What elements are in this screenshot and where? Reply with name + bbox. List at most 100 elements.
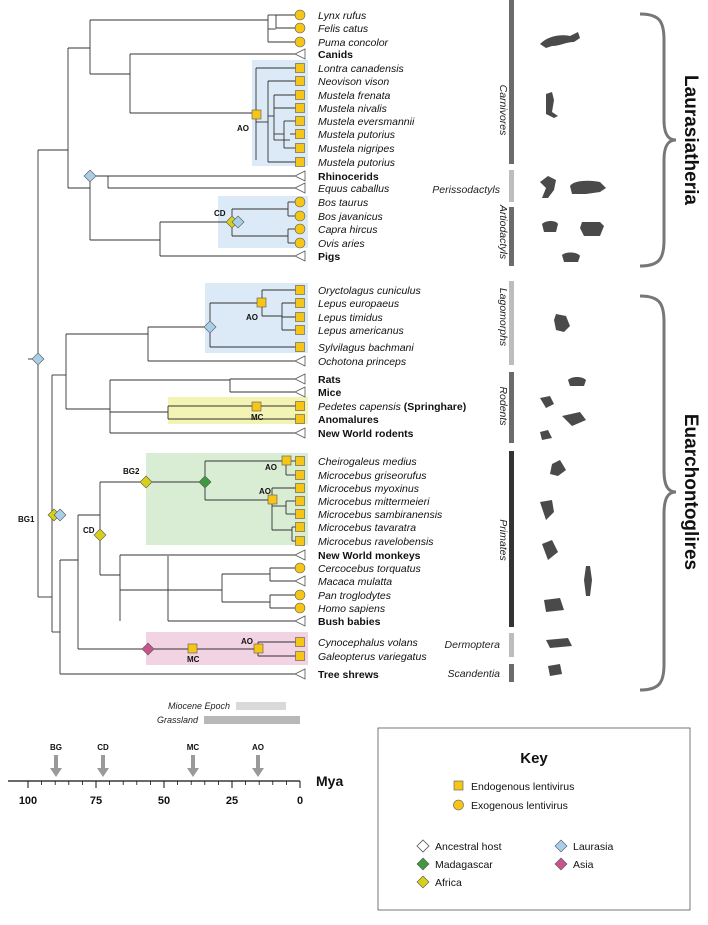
taxon-label: Lepus timidus: [318, 312, 384, 324]
primates-label: Primates: [497, 519, 509, 561]
taxon-label: Cynocephalus volans: [318, 637, 419, 649]
euarchontoglires-label: Euarchontoglires: [680, 414, 701, 570]
node-markers: [31, 109, 292, 656]
taxon-name: Oryctolagus cuniculus: [318, 285, 421, 297]
rhino-silhouette-icon: [570, 180, 606, 194]
timeline-event-label: AO: [252, 743, 264, 752]
key-ancestral-diamond-icon: [416, 839, 430, 853]
taxon-label: Microcebus ravelobensis: [318, 536, 434, 548]
taxon-label: Rhinocerids: [318, 171, 379, 183]
taxon-name: Cercocebus torquatus: [318, 563, 421, 575]
grassland-bar: [204, 716, 300, 724]
carnivores-label: Carnivores: [497, 85, 509, 137]
taxon-name: Ochotona princeps: [318, 356, 407, 368]
taxon-label: Cercocebus torquatus: [318, 563, 421, 575]
tip-marker-square: [295, 116, 305, 126]
timeline-tick-label: 0: [297, 795, 303, 807]
loris-silhouette-icon: [540, 500, 554, 520]
taxon-name: Mustela putorius: [318, 157, 396, 169]
tip-marker-square: [295, 143, 305, 153]
taxon-label: Mustela nivalis: [318, 103, 388, 115]
taxon-name: Mustela frenata: [318, 90, 391, 102]
key-africa-label: Africa: [435, 877, 462, 889]
taxon-name: New World rodents: [318, 428, 414, 440]
taxon-name: Cheirogaleus medius: [318, 456, 417, 468]
mc-dermoptera-node: [187, 643, 198, 654]
timeline-tick-label: 75: [90, 795, 102, 807]
taxon-name: Rats: [318, 374, 341, 386]
taxon-name: Pigs: [318, 251, 340, 263]
tip-marker-triangle: [294, 549, 306, 561]
taxon-name: Lepus timidus: [318, 312, 384, 324]
key-laurasia-diamond-icon: [554, 839, 568, 853]
taxon-label: Capra hircus: [318, 224, 378, 236]
taxon-label: Mustela putorius: [318, 129, 396, 141]
taxon-name: Mustela putorius: [318, 129, 396, 141]
taxon-label: Mustela frenata: [318, 90, 391, 102]
taxon-name: Equus caballus: [318, 183, 390, 195]
ao-lemur-label-2: AO: [259, 487, 271, 496]
tip-marker-circle: [294, 9, 306, 21]
mc-rodent-node: [251, 401, 262, 412]
tip-marker-triangle: [294, 48, 306, 60]
rodent-lentivirus-box: [168, 397, 308, 424]
laurasia-bg1-diamond: [53, 508, 67, 522]
tip-marker-square: [295, 470, 305, 480]
tip-marker-circle: [294, 196, 306, 208]
key-ancestral-label: Ancestral host: [435, 841, 502, 853]
taxon-name: Microcebus sambiranensis: [318, 509, 443, 521]
taxon-name: Microcebus tavaratra: [318, 522, 416, 534]
laurasiatheria-brace: [639, 12, 677, 268]
tip-marker-square: [295, 536, 305, 546]
taxon-label: Galeopterus variegatus: [318, 651, 427, 663]
taxon-label: Lontra canadensis: [318, 63, 405, 75]
ao-carnivore-node: [251, 109, 262, 120]
tip-marker-square: [295, 496, 305, 506]
ao-lemur-node-1: [281, 455, 292, 466]
ao-carnivore-label: AO: [237, 124, 249, 133]
taxon-name: Ovis aries: [318, 238, 365, 250]
primate-lentivirus-box: [146, 453, 308, 545]
taxon-name: Macaca mulatta: [318, 576, 392, 588]
colugo-silhouette-icon: [546, 638, 572, 648]
tip-marker-square: [295, 298, 305, 308]
key-square-icon: [453, 780, 464, 791]
macaque-silhouette-icon: [542, 540, 558, 560]
taxon-name: Homo sapiens: [318, 603, 386, 615]
key-africa-diamond-icon: [416, 875, 430, 889]
taxon-label: Canids: [318, 49, 353, 61]
laurasia-artiodactyl-diamond: [231, 215, 245, 229]
tip-marker-triangle: [294, 668, 306, 680]
tip-marker-circle: [294, 562, 306, 574]
cow-silhouette-icon: [580, 222, 604, 236]
puma-silhouette-icon: [540, 32, 580, 48]
tip-marker-square: [295, 651, 305, 661]
taxon-name: Felis catus: [318, 23, 369, 35]
key-endogenous-label: Endogenous lentivirus: [471, 781, 574, 793]
key-box: [377, 727, 691, 911]
tip-marker-circle: [294, 36, 306, 48]
taxon-label: Pedetes capensis (Springhare): [318, 401, 466, 413]
dermoptera-lentivirus-box: [146, 632, 308, 665]
taxon-name: Mustela nivalis: [318, 103, 388, 115]
taxon-label: Microcebus mittermeieri: [318, 496, 430, 508]
taxon-name: Microcebus griseorufus: [318, 470, 427, 482]
rabbit-silhouette-icon: [554, 314, 570, 332]
taxon-name: Mustela nigripes: [318, 143, 395, 155]
rat-silhouette-icon: [568, 377, 586, 386]
timeline-event-arrow: [187, 755, 199, 777]
tip-marker-triangle: [294, 170, 306, 182]
tip-marker-square: [295, 63, 305, 73]
tip-marker-square: [295, 157, 305, 167]
tip-marker-circle: [294, 237, 306, 249]
tip-marker-circle: [294, 589, 306, 601]
taxon-label: Lepus americanus: [318, 325, 405, 337]
artiodactyls-bar: [509, 207, 514, 266]
taxon-label: Bos taurus: [318, 197, 369, 209]
taxon-label: Microcebus sambiranensis: [318, 509, 443, 521]
taxon-label: Ovis aries: [318, 238, 365, 250]
